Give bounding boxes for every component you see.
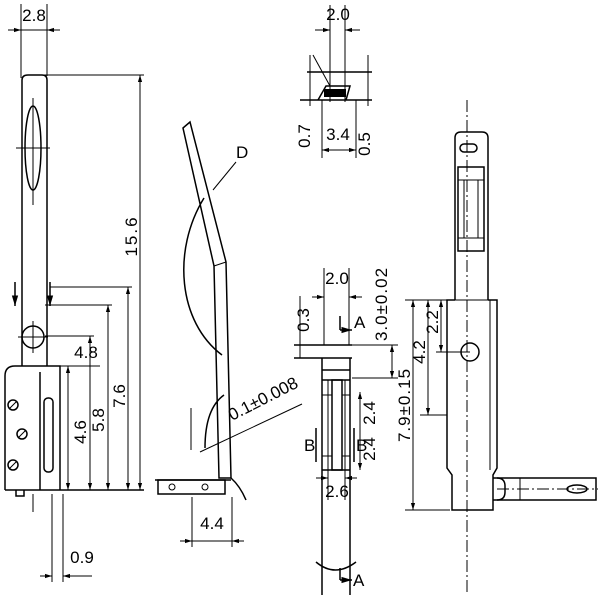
foot-base <box>157 479 226 495</box>
detail-callout-label: D <box>236 143 248 162</box>
leader-line <box>312 54 331 87</box>
top-width-label: 2.8 <box>22 6 46 25</box>
i-slot-outline <box>457 166 485 252</box>
section-view: 2.0 0.3 A 3.0±0.02 2.4 2.4 B B <box>294 267 398 595</box>
offset-label: 0.9 <box>70 548 94 567</box>
body-outline <box>446 299 498 511</box>
foot-curve <box>230 477 247 501</box>
hole-offset-label: 2.2 <box>423 310 442 334</box>
total-length-label: 7.9±0.15 <box>395 368 414 442</box>
base-notch <box>15 490 25 497</box>
side-view: D 0.1±0.008 4.4 <box>155 120 303 547</box>
foot-hole <box>201 483 209 491</box>
total-height-label: 15.6 <box>122 215 141 256</box>
leader-line <box>199 403 303 453</box>
bend-line <box>213 261 227 267</box>
right-view: 7.9±0.15 4.2 2.2 <box>395 100 598 592</box>
hatch-line <box>8 460 18 470</box>
detail-arc <box>183 197 223 356</box>
section-width-label: 2.0 <box>325 269 349 288</box>
hatch-line <box>17 429 27 439</box>
lower-height-label: 4.6 <box>71 420 90 444</box>
mid-length-label: 4.2 <box>410 340 429 364</box>
section-mark-left: B <box>304 436 315 455</box>
leader-line <box>212 161 237 191</box>
height-tolerance-label: 3.0±0.02 <box>372 267 391 341</box>
contact-profile <box>317 85 351 101</box>
section-mark-bottom: A <box>353 571 365 590</box>
hole-height-label: 5.8 <box>89 408 108 432</box>
top-detail-view: 2.0 3.4 0.7 0.5 <box>295 5 374 158</box>
rivet-hole <box>7 459 19 471</box>
thickness-label: 0.3 <box>294 308 313 332</box>
slot-width-label: 2.6 <box>325 482 349 501</box>
thickness-tolerance-label: 0.1±0.008 <box>225 373 301 424</box>
rivet-hole <box>7 399 19 411</box>
i-slot <box>331 379 343 471</box>
contact-block <box>324 89 346 97</box>
inner-height-lower-label: 2.4 <box>360 437 379 461</box>
upper-strip-outline <box>454 131 489 300</box>
left-view: 2.8 4.8 4.6 5.8 7.6 15 <box>4 4 144 582</box>
section-mark-top: A <box>354 313 366 332</box>
hatch-line <box>8 400 18 410</box>
top-slot <box>459 143 478 153</box>
foot-width-label: 4.4 <box>200 514 224 533</box>
left-height-label: 0.7 <box>295 124 314 148</box>
body-slot <box>43 397 54 473</box>
section-mark-right: B <box>356 436 367 455</box>
body-outline <box>4 365 61 490</box>
thickness-arc <box>204 394 225 449</box>
terminal-tab-outline <box>493 477 597 501</box>
top-width-label: 2.0 <box>326 5 350 24</box>
mounting-hole <box>460 342 480 362</box>
break-line <box>315 561 357 571</box>
body-height-label: 4.8 <box>74 343 98 362</box>
foot-hole <box>168 483 176 491</box>
inner-height-upper-label: 2.4 <box>360 401 379 425</box>
rivet-hole <box>16 428 28 440</box>
arrow-height-label: 7.6 <box>110 384 129 408</box>
strip-outline <box>21 74 48 366</box>
span-label: 3.4 <box>326 125 350 144</box>
right-height-label: 0.5 <box>355 132 374 156</box>
